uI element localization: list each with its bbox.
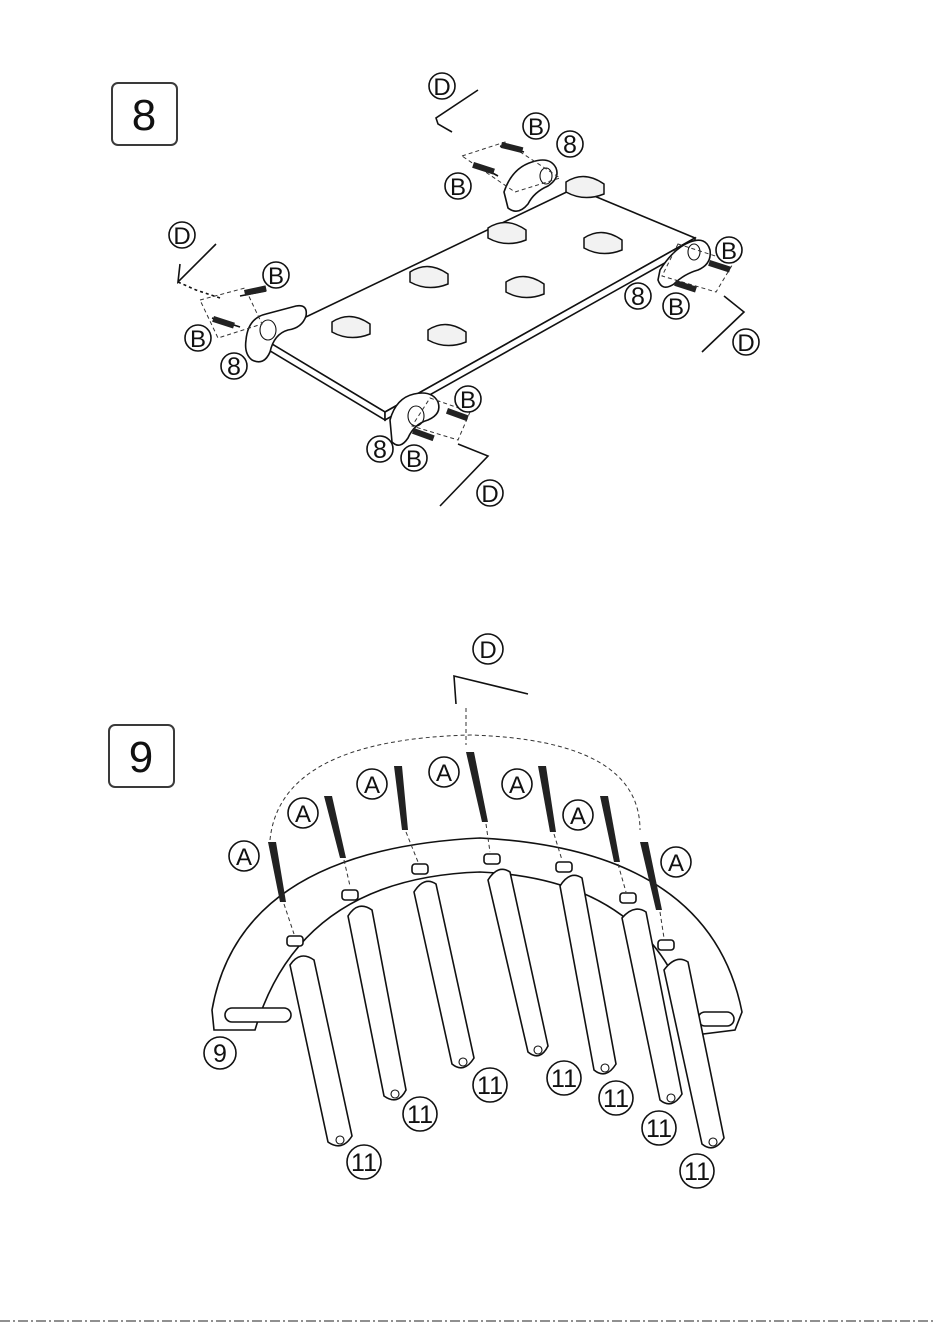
callout-bolt-b: B — [663, 293, 689, 321]
callout-rung-11: 11 — [642, 1111, 676, 1145]
callout-arch-part-9: 9 — [204, 1037, 236, 1069]
callout-rung-11: 11 — [347, 1145, 381, 1179]
callout-screw-a: A — [429, 757, 459, 787]
svg-text:8: 8 — [631, 283, 645, 311]
bolt-icon — [212, 316, 235, 329]
callout-part-8: 8 — [367, 436, 393, 464]
callout-screw-a: A — [502, 769, 532, 799]
arch-handle-slot-left — [225, 1008, 291, 1022]
svg-text:8: 8 — [563, 131, 577, 159]
callout-rung-11: 11 — [473, 1068, 507, 1102]
svg-text:B: B — [460, 387, 476, 414]
rung — [348, 906, 406, 1100]
callout-screw-a: A — [357, 769, 387, 799]
rung — [414, 881, 474, 1068]
callout-hex-key-d: D — [429, 73, 455, 101]
svg-text:11: 11 — [351, 1149, 377, 1177]
svg-text:11: 11 — [407, 1101, 433, 1129]
callout-bolt-b: B — [716, 237, 742, 265]
step-9: 9 D — [109, 634, 742, 1188]
callout-hex-key-d: D — [477, 480, 503, 508]
hex-key-icon — [454, 676, 528, 704]
callout-screw-a: A — [563, 800, 593, 830]
svg-text:A: A — [236, 844, 252, 871]
callout-bolt-b: B — [185, 325, 211, 353]
callout-bolt-b: B — [523, 113, 549, 141]
svg-text:B: B — [450, 174, 466, 201]
svg-text:11: 11 — [646, 1115, 672, 1143]
bolt-icon — [244, 285, 267, 295]
svg-text:D: D — [737, 330, 754, 357]
svg-text:9: 9 — [213, 1040, 227, 1068]
svg-text:A: A — [570, 803, 586, 830]
callout-rung-11: 11 — [680, 1154, 714, 1188]
callout-screw-a: A — [661, 847, 691, 877]
svg-text:B: B — [268, 263, 284, 290]
svg-text:A: A — [295, 801, 311, 828]
svg-text:B: B — [721, 238, 737, 265]
callout-rung-11: 11 — [547, 1061, 581, 1095]
svg-text:B: B — [528, 114, 544, 141]
svg-text:11: 11 — [551, 1065, 577, 1093]
svg-text:B: B — [190, 326, 206, 353]
svg-text:8: 8 — [227, 353, 241, 381]
bolt-icon — [412, 428, 435, 441]
rung — [290, 956, 352, 1146]
svg-text:D: D — [481, 481, 498, 508]
callout-bolt-b: B — [401, 445, 427, 473]
svg-text:11: 11 — [684, 1158, 710, 1186]
callout-bolt-b: B — [263, 262, 289, 290]
svg-text:A: A — [436, 760, 452, 787]
grip — [566, 176, 604, 197]
bolt-icon — [674, 280, 697, 293]
step-9-number: 9 — [129, 733, 153, 782]
svg-text:B: B — [668, 294, 684, 321]
callout-hex-key-d: D — [733, 329, 759, 357]
rung — [488, 869, 548, 1056]
callout-part-8: 8 — [557, 131, 583, 159]
step-8: 8 — [112, 73, 759, 508]
callout-part-8: 8 — [221, 353, 247, 381]
callout-screw-a: A — [229, 841, 259, 871]
svg-text:B: B — [406, 446, 422, 473]
svg-text:A: A — [668, 850, 684, 877]
svg-text:D: D — [479, 637, 496, 664]
callout-bolt-b: B — [445, 173, 471, 201]
svg-text:A: A — [364, 772, 380, 799]
callout-hex-key-d: D — [169, 222, 195, 250]
callout-rung-11: 11 — [403, 1097, 437, 1131]
screw-icon — [466, 752, 490, 852]
svg-text:D: D — [433, 74, 450, 101]
svg-text:A: A — [509, 772, 525, 799]
svg-text:11: 11 — [603, 1085, 629, 1113]
bolt-icon — [472, 162, 495, 175]
svg-text:D: D — [173, 223, 190, 250]
arch-handle-slot-right — [698, 1012, 734, 1026]
callout-part-8: 8 — [625, 283, 651, 311]
svg-text:8: 8 — [373, 436, 387, 464]
callout-rung-11: 11 — [599, 1081, 633, 1115]
svg-text:11: 11 — [477, 1072, 503, 1100]
callout-hex-key-d: D — [473, 634, 503, 664]
callout-bolt-b: B — [455, 386, 481, 414]
step-8-number: 8 — [132, 91, 156, 140]
callout-screw-a: A — [288, 798, 318, 828]
bolt-icon — [501, 142, 524, 153]
